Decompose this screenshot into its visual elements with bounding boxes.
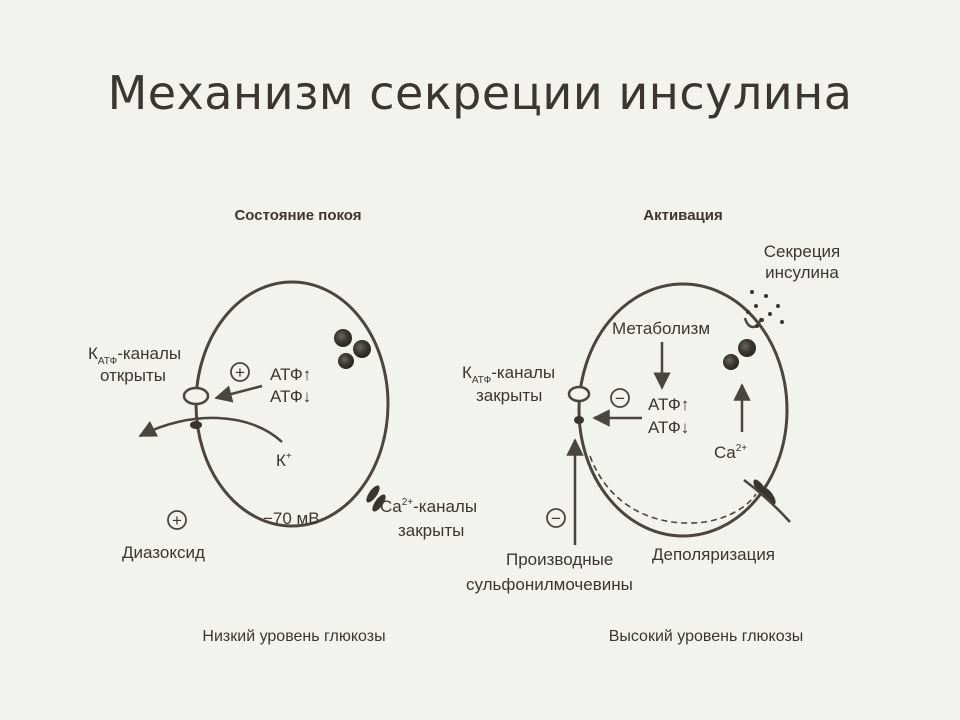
- active-katp-channel-pore-icon: [574, 416, 584, 424]
- rest-k-efflux-arrow-icon: [138, 416, 283, 443]
- active-footer: Высокий уровень глюкозы: [609, 628, 804, 645]
- rest-atp-arrow-icon: [214, 384, 263, 403]
- rest-ca-channels-label: Ca2+-каналы: [380, 497, 477, 516]
- rest-heading: Состояние покоя: [234, 207, 361, 224]
- active-atp-down: АТФ↓: [648, 418, 689, 437]
- rest-plus-circle-icon: [230, 362, 250, 382]
- secretion-label-1: Секреция: [764, 242, 841, 261]
- rest-granule: [353, 340, 371, 358]
- rest-katp-state: открыты: [100, 366, 166, 385]
- active-depolarization-dashed-line: [589, 455, 757, 524]
- rest-panel: Состояние покоя + КАТФ-каналы открыты АТ…: [88, 207, 477, 645]
- depolarization-label: Деполяризация: [652, 545, 775, 564]
- active-panel: Активация Секреция инсулина Метаболизм А…: [462, 207, 840, 645]
- diazoxide-plus-sign: +: [172, 511, 182, 530]
- active-atp-up: АТФ↑: [648, 395, 689, 414]
- rest-katp-channel-icon: [182, 386, 210, 406]
- rest-atp-up: АТФ↑: [270, 365, 311, 384]
- secretion-label-2: инсулина: [765, 263, 839, 282]
- active-ca-channel-icon: [762, 487, 776, 505]
- active-minus-sign: −: [615, 389, 625, 408]
- active-katp-label: КАТФ-каналы: [462, 363, 555, 386]
- rest-katp-label: КАТФ-каналы: [88, 344, 181, 367]
- active-granule: [738, 339, 756, 357]
- page-title: Механизм секреции инсулина: [107, 66, 853, 120]
- exocytosis-icon: [743, 317, 763, 329]
- diazoxide-plus-circle-icon: [167, 510, 187, 530]
- diazoxide-label: Диазоксид: [122, 543, 205, 562]
- active-granule: [723, 354, 739, 370]
- rest-membrane-potential: −70 мВ: [263, 509, 320, 528]
- rest-potassium-label: К+: [276, 451, 292, 470]
- sulfonylurea-label-1: Производные: [506, 550, 613, 569]
- ca-influx-line: [743, 479, 791, 523]
- active-minus-circle-icon: [610, 388, 630, 408]
- calcium-label: Ca2+: [714, 443, 747, 462]
- rest-ca-channel-icon: [366, 485, 380, 503]
- active-katp-channel-icon: [567, 385, 591, 403]
- insulin-dots-icon: [746, 290, 784, 328]
- rest-granule: [334, 329, 352, 347]
- rest-katp-channel-pore-icon: [190, 421, 202, 429]
- rest-plus-sign: +: [235, 363, 245, 382]
- metabolism-label: Метаболизм: [612, 319, 710, 338]
- rest-ca-state: закрыты: [398, 521, 464, 540]
- rest-ca-channel-icon: [372, 494, 386, 512]
- sulfonylurea-minus-circle-icon: [546, 508, 566, 528]
- rest-footer: Низкий уровень глюкозы: [202, 628, 385, 645]
- active-katp-state: закрыты: [476, 386, 542, 405]
- active-cell-membrane: [577, 282, 789, 538]
- sulfonylurea-label-2: сульфонилмочевины: [466, 575, 633, 594]
- rest-granule: [338, 353, 354, 369]
- rest-atp-down: АТФ↓: [270, 387, 311, 406]
- sulfonylurea-minus-sign: −: [551, 509, 561, 528]
- active-heading: Активация: [643, 207, 722, 224]
